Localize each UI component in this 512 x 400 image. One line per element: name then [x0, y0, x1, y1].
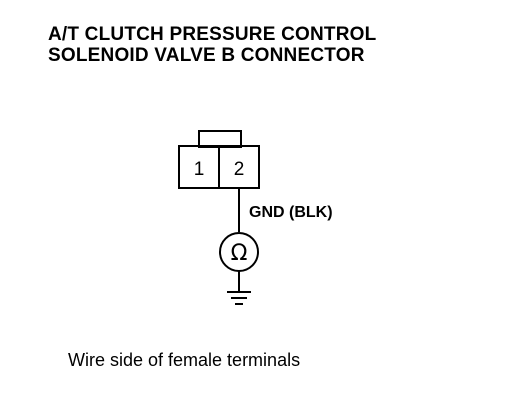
- ground-icon: [227, 291, 251, 305]
- ohmmeter-icon: Ω: [219, 232, 259, 272]
- title-line-1: A/T CLUTCH PRESSURE CONTROL: [48, 24, 377, 45]
- connector-lock-tab: [198, 130, 242, 148]
- ohm-symbol: Ω: [231, 241, 248, 266]
- diagram-caption: Wire side of female terminals: [68, 350, 301, 370]
- diagram-title: A/T CLUTCH PRESSURE CONTROL SOLENOID VAL…: [48, 24, 488, 66]
- pin-2-label: 2: [234, 159, 245, 180]
- wire-label: GND (BLK): [249, 204, 333, 221]
- pin-1-label: 1: [194, 159, 205, 180]
- title-line-2: SOLENOID VALVE B CONNECTOR: [48, 45, 365, 66]
